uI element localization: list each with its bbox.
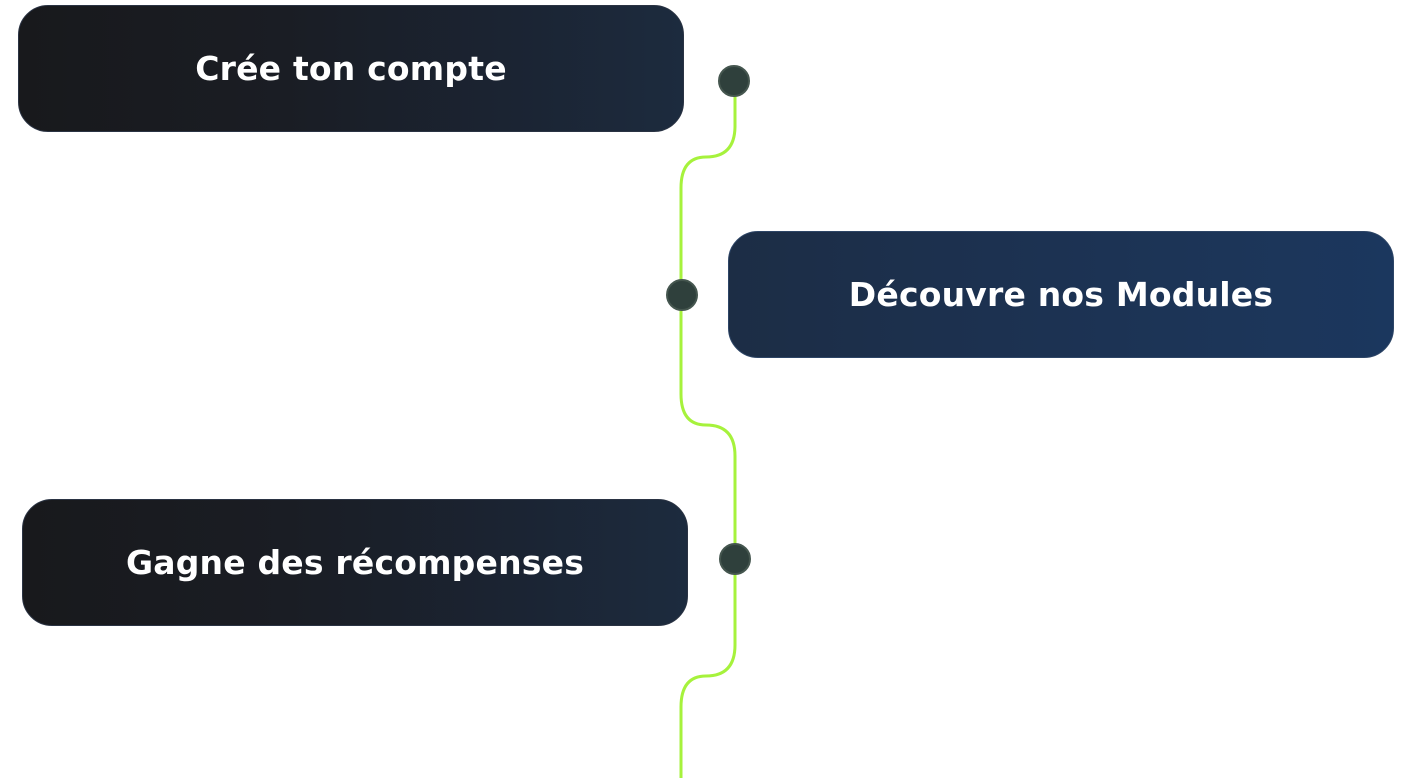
timeline-node-3 (719, 543, 751, 575)
step-card-discover-modules[interactable]: Découvre nos Modules (728, 231, 1394, 358)
timeline-node-1 (718, 65, 750, 97)
step-card-earn-rewards[interactable]: Gagne des récompenses (22, 499, 688, 626)
step-label-discover-modules: Découvre nos Modules (848, 275, 1274, 314)
step-label-create-account: Crée ton compte (195, 49, 507, 88)
step-label-earn-rewards: Gagne des récompenses (125, 543, 585, 582)
step-card-create-account[interactable]: Crée ton compte (18, 5, 684, 132)
timeline-node-2 (666, 279, 698, 311)
timeline-connector-line (679, 79, 737, 778)
